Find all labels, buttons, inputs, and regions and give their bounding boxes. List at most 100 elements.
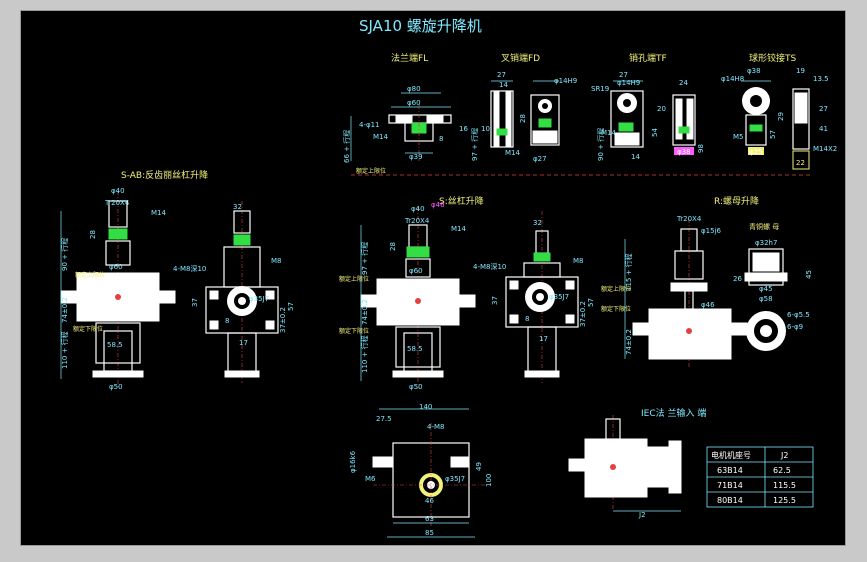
s-dim-10: φ50 xyxy=(409,383,423,391)
r-dim-8: φ32h7 xyxy=(755,239,777,247)
motor-table-row-2-1: 125.5 xyxy=(773,496,796,505)
tf-dim-8: 24 xyxy=(679,79,688,87)
bottom-dim-10: 85 xyxy=(425,529,434,537)
s-dim-7: 74±0.2 xyxy=(361,299,369,325)
fd-fork-end-view xyxy=(490,80,560,148)
bottom-dim-11: J2 xyxy=(638,511,646,519)
s-dim-6: 97 + 行程 xyxy=(360,242,369,275)
r-dim-5: 额定上限位 xyxy=(601,285,631,293)
r-dim-2: 115 + 行程 xyxy=(624,253,633,291)
motor-table-row-2-0: 80B14 xyxy=(717,496,743,505)
sab-dim-12: 32 xyxy=(233,203,242,211)
sab-dim-1: Tr20X4 xyxy=(104,199,130,207)
ts-dim-8: M14X2 xyxy=(813,145,837,153)
sab-dim-8: 58.5 xyxy=(107,341,123,349)
bottom-dim-8: 46 xyxy=(425,497,434,505)
ts-dim-7: φ25 xyxy=(749,148,763,156)
sab-dim-13: 4-M8深10 xyxy=(173,264,206,273)
tf-pin-hole-end-view xyxy=(610,80,696,155)
fd-dim-4: φ27 xyxy=(533,155,547,163)
s-dim-16: φ35J7 xyxy=(549,293,569,301)
tf-dim-0: 27 xyxy=(619,71,628,79)
ts-dim-10: 27 xyxy=(819,105,828,113)
tf-dim-6: 14 xyxy=(631,153,640,161)
sab-dim-0: φ40 xyxy=(111,187,125,195)
ts-dim-6: M5 xyxy=(733,133,744,141)
ts-dim-0: φ38 xyxy=(747,67,761,75)
label-fd: 叉销端FD xyxy=(501,52,540,64)
sab-dim-2: M14 xyxy=(151,209,166,217)
sab-dim-7: 110 + 行程 xyxy=(60,331,69,369)
r-dim-11: φ45 xyxy=(759,285,773,293)
sab-side-view xyxy=(205,201,279,383)
r-front-view xyxy=(624,219,748,367)
fl-dim-0: φ80 xyxy=(407,85,421,93)
s-dim-14: 4-M8深10 xyxy=(473,262,506,271)
s-dim-1: φ46 xyxy=(431,201,445,209)
fl-dim-3: M14 xyxy=(373,133,388,141)
sab-dim-20: 8 xyxy=(225,317,229,325)
motor-table-header-0: 电机机座号 xyxy=(711,450,751,460)
s-dim-21: 8 xyxy=(525,315,529,323)
fl-dim-5: 16 xyxy=(459,125,468,133)
s-dim-20: 17 xyxy=(539,335,548,343)
sab-front-view xyxy=(60,191,176,389)
bottom-dim-2: 4-M8 xyxy=(427,423,444,431)
fd-dim-6: 10 xyxy=(481,125,490,133)
ts-dim-4: 29 xyxy=(777,112,785,121)
fl-dim-4: φ39 xyxy=(409,153,423,161)
fd-dim-5: 28 xyxy=(519,114,527,123)
s-dim-15: M8 xyxy=(573,257,584,265)
s-dim-5: φ60 xyxy=(409,267,423,275)
r-dim-13: 6-φ5.5 xyxy=(787,311,810,319)
label-ts: 球形铰接TS xyxy=(749,52,796,64)
cad-viewport[interactable]: SJA10 螺旋升降机 法兰端FL 叉销端FD 销孔端TF 球形铰接TS S-A… xyxy=(20,10,846,546)
r-dim-12: φ58 xyxy=(759,295,773,303)
bottom-dim-7: 100 xyxy=(485,474,493,487)
sab-dim-11: 额定下限位 xyxy=(73,325,103,333)
s-dim-17: 37 xyxy=(491,296,499,305)
r-dim-10: 26 xyxy=(733,275,742,283)
cad-drawing[interactable]: SJA10 螺旋升降机 法兰端FL 叉销端FD 销孔端TF 球形铰接TS S-A… xyxy=(21,11,847,547)
sab-dim-5: 90 + 行程 xyxy=(60,238,69,271)
sab-dim-16: 37 xyxy=(191,298,199,307)
tf-dim-3: 20 xyxy=(657,105,666,113)
tf-dim-10: 90 + 行程 xyxy=(596,128,605,161)
ts-dim-3: 13.5 xyxy=(813,75,829,83)
r-dim-14: 6-φ9 xyxy=(787,323,803,331)
tf-dim-5: 54 xyxy=(651,128,659,137)
motor-table-header-1: J2 xyxy=(780,451,788,460)
fd-dim-0: 27 xyxy=(497,71,506,79)
label-iec: IEC法 兰输入 端 xyxy=(641,407,706,419)
bottom-dim-0: 140 xyxy=(419,403,432,411)
fl-dim-6: 8 xyxy=(439,135,443,143)
sab-dim-6: 74±0.2 xyxy=(61,297,69,323)
s-dim-9: 58.5 xyxy=(407,345,423,353)
motor-table-row-0-1: 62.5 xyxy=(773,466,791,475)
ts-dim-9: 22 xyxy=(796,159,805,167)
fd-dim-1: 14 xyxy=(499,81,508,89)
sab-dim-14: M8 xyxy=(271,257,282,265)
s-side-view xyxy=(505,211,579,383)
tf-dim-4: M14 xyxy=(601,129,616,137)
ts-spherical-end-view xyxy=(741,80,810,170)
motor-table xyxy=(706,446,814,508)
r-dim-3: φ46 xyxy=(701,301,715,309)
s-dim-8: 110 + 行程 xyxy=(360,335,369,373)
s-dim-12: 额定下限位 xyxy=(339,327,369,335)
r-dim-0: Tr20X4 xyxy=(676,215,702,223)
tf-dim-7: φ38 xyxy=(677,148,691,156)
fd-dim-3: M14 xyxy=(505,149,520,157)
ts-dim-1: φ14H8 xyxy=(721,75,744,83)
bottom-dim-5: φ35J7 xyxy=(445,475,465,483)
iec-input-view xyxy=(568,415,682,512)
sab-dim-17: 37±0.2 xyxy=(279,307,287,333)
tf-dim-2: SR19 xyxy=(591,85,609,93)
sab-dim-3: 28 xyxy=(89,230,97,239)
label-s: S:丝杠升降 xyxy=(439,195,484,207)
tf-dim-9: 98 xyxy=(697,144,705,153)
sab-dim-4: φ60 xyxy=(109,263,123,271)
ts-dim-5: 57 xyxy=(769,130,777,139)
ts-dim-2: 19 xyxy=(796,67,805,75)
r-dim-7: 青铜螺 母 xyxy=(749,222,779,231)
